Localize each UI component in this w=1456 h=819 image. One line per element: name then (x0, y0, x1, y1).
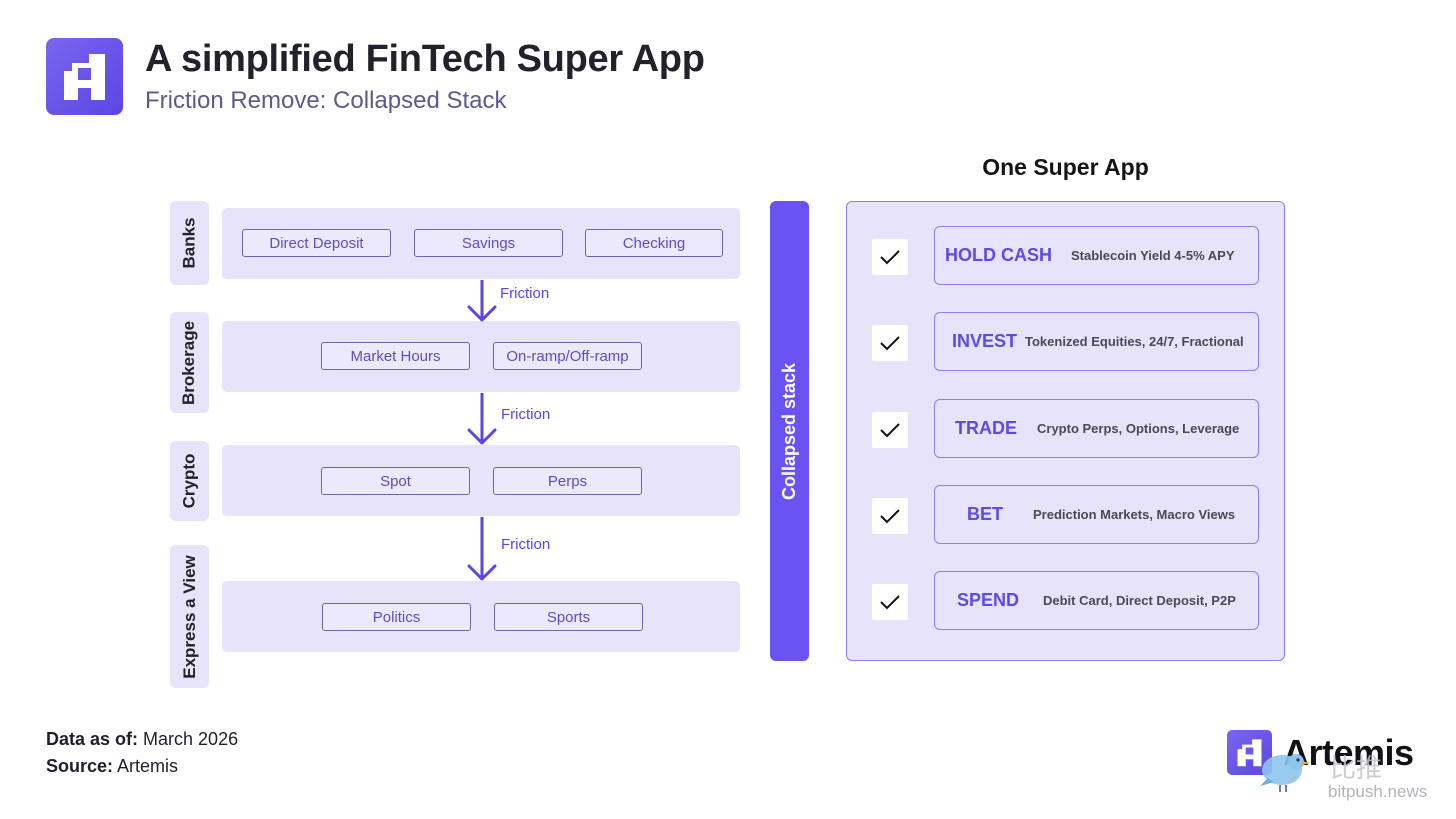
chip-savings: Savings (414, 229, 563, 257)
chip-on-off-ramp: On-ramp/Off-ramp (493, 342, 642, 370)
watermark-text: 比推 (1330, 753, 1383, 783)
watermark-url: bitpush.news (1328, 782, 1428, 801)
data-as-of-label: Data as of: (46, 729, 139, 749)
chip-market-hours: Market Hours (321, 342, 470, 370)
layer-row-crypto (222, 445, 740, 516)
layer-label-text: Express a View (179, 554, 199, 679)
feature-title: BET (967, 504, 1003, 524)
feature-description: Tokenized Equities, 24/7, Fractional (1025, 334, 1244, 349)
chip-politics: Politics (322, 603, 471, 631)
feature-card-trade: TRADE Crypto Perps, Options, Leverage (934, 399, 1259, 458)
collapsed-stack-label: Collapsed stack (779, 362, 799, 500)
source-line: Source: Artemis (46, 756, 178, 777)
layer-row-express-a-view (222, 581, 740, 652)
feature-card-invest: INVEST Tokenized Equities, 24/7, Fractio… (934, 312, 1259, 371)
chip-perps: Perps (493, 467, 642, 495)
feature-title: TRADE (955, 418, 1017, 438)
arrow-down-icon (467, 393, 497, 445)
super-app-title: One Super App (982, 154, 1149, 180)
chip-checking: Checking (585, 229, 723, 257)
layer-label-banks: Banks (170, 201, 209, 285)
friction-label: Friction (501, 406, 551, 423)
checkmark-icon (872, 498, 908, 534)
layer-label-text: Crypto (179, 453, 199, 509)
chip-direct-deposit: Direct Deposit (242, 229, 391, 257)
artemis-logo-icon (46, 38, 123, 115)
feature-description: Stablecoin Yield 4-5% APY (1071, 248, 1235, 263)
layer-row-brokerage (222, 321, 740, 392)
checkmark-icon (872, 412, 908, 448)
layer-label-brokerage: Brokerage (170, 312, 209, 413)
chip-sports: Sports (494, 603, 643, 631)
feature-title: SPEND (957, 590, 1020, 610)
friction-label: Friction (501, 536, 551, 553)
feature-description: Prediction Markets, Macro Views (1033, 507, 1236, 522)
data-as-of: Data as of: March 2026 (46, 729, 238, 750)
feature-card-spend: SPEND Debit Card, Direct Deposit, P2P (934, 571, 1259, 630)
feature-description: Debit Card, Direct Deposit, P2P (1043, 593, 1236, 608)
layer-label-crypto: Crypto (170, 441, 209, 521)
page-subtitle: Friction Remove: Collapsed Stack (145, 87, 507, 114)
arrow-down-icon (467, 280, 497, 322)
data-as-of-value: March 2026 (138, 729, 239, 749)
friction-label: Friction (500, 285, 550, 302)
checkmark-icon (872, 239, 908, 275)
arrow-down-icon (467, 517, 497, 581)
checkmark-icon (872, 584, 908, 620)
checkmark-icon (872, 325, 908, 361)
source-label: Source: (46, 756, 114, 776)
brand-name: Artemis (1283, 732, 1414, 773)
collapsed-stack-bar: Collapsed stack (770, 201, 809, 661)
feature-title: INVEST (952, 331, 1018, 351)
layer-label-express-a-view: Express a View (170, 545, 209, 688)
feature-description: Crypto Perps, Options, Leverage (1037, 421, 1240, 436)
feature-title: HOLD CASH (945, 245, 1052, 265)
source-value: Artemis (113, 756, 179, 776)
feature-card-bet: BET Prediction Markets, Macro Views (934, 485, 1259, 544)
feature-card-hold-cash: HOLD CASH Stablecoin Yield 4-5% APY (934, 226, 1259, 285)
bird-icon (1260, 754, 1310, 792)
layer-label-text: Banks (179, 217, 199, 269)
page-title: A simplified FinTech Super App (145, 38, 705, 80)
chip-spot: Spot (321, 467, 470, 495)
layer-label-text: Brokerage (179, 320, 199, 405)
